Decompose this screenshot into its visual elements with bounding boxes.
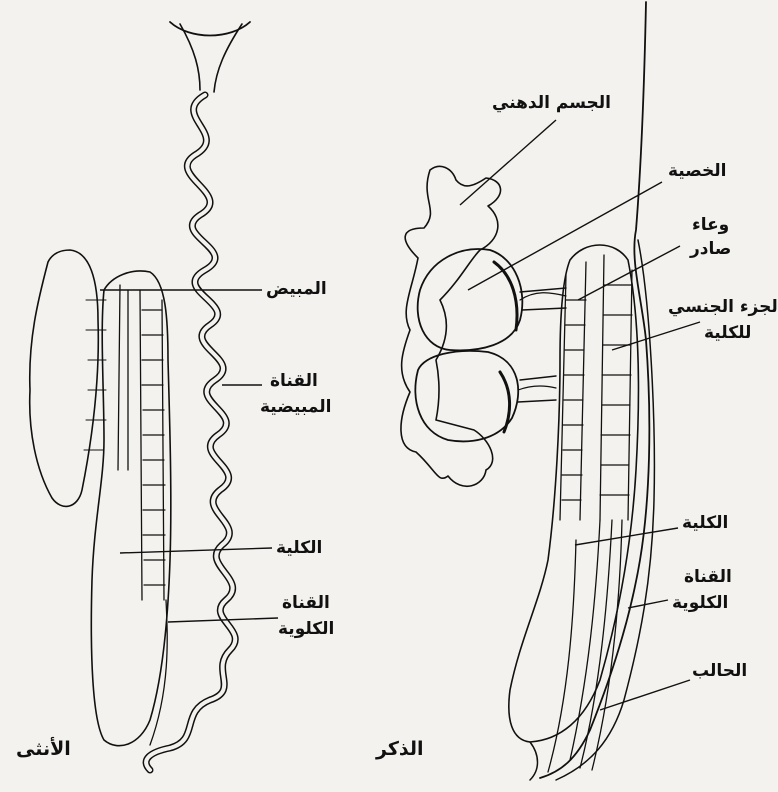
label-fat-body-part2: الدهني [492,93,550,113]
label-vessels-line1: وعاء [692,214,729,236]
label-oviduct-line1: القناة [270,370,318,392]
label-male-kidney-duct-line2: الكلوية [672,592,728,614]
label-testis: الخصية [668,160,726,182]
female-kidney [91,271,171,746]
label-sexual-part-line2: للكلية [704,322,751,344]
male-kidney [509,245,639,742]
label-fat-body: الجسم الدهني [492,92,611,114]
male-testis [415,249,522,441]
caption-female: الأنثى [16,738,71,760]
label-fat-body-part1: الجسم [556,93,611,113]
label-female-kidney-duct-line2: الكلوية [278,618,334,640]
label-ureter: الحالب [692,660,747,682]
label-ovary: المبيض [266,278,327,300]
female-leader-lines [100,290,278,622]
label-vessels-line2: صادر [690,238,731,260]
caption-male: الذكر [376,738,424,760]
label-female-kidney: الكلية [276,537,322,559]
male-kidney-duct [530,2,654,780]
label-sexual-part-line1: الجزء الجنسي [668,296,778,318]
male-leader-lines [460,120,700,710]
label-female-kidney-duct-line1: القناة [282,592,330,614]
label-male-kidney: الكلية [682,512,728,534]
male-efferent-vessels [518,288,566,402]
female-oviduct [146,22,250,770]
female-ovary [30,250,106,506]
label-male-kidney-duct-line1: القناة [684,566,732,588]
label-oviduct-line2: المبيضية [260,396,332,418]
